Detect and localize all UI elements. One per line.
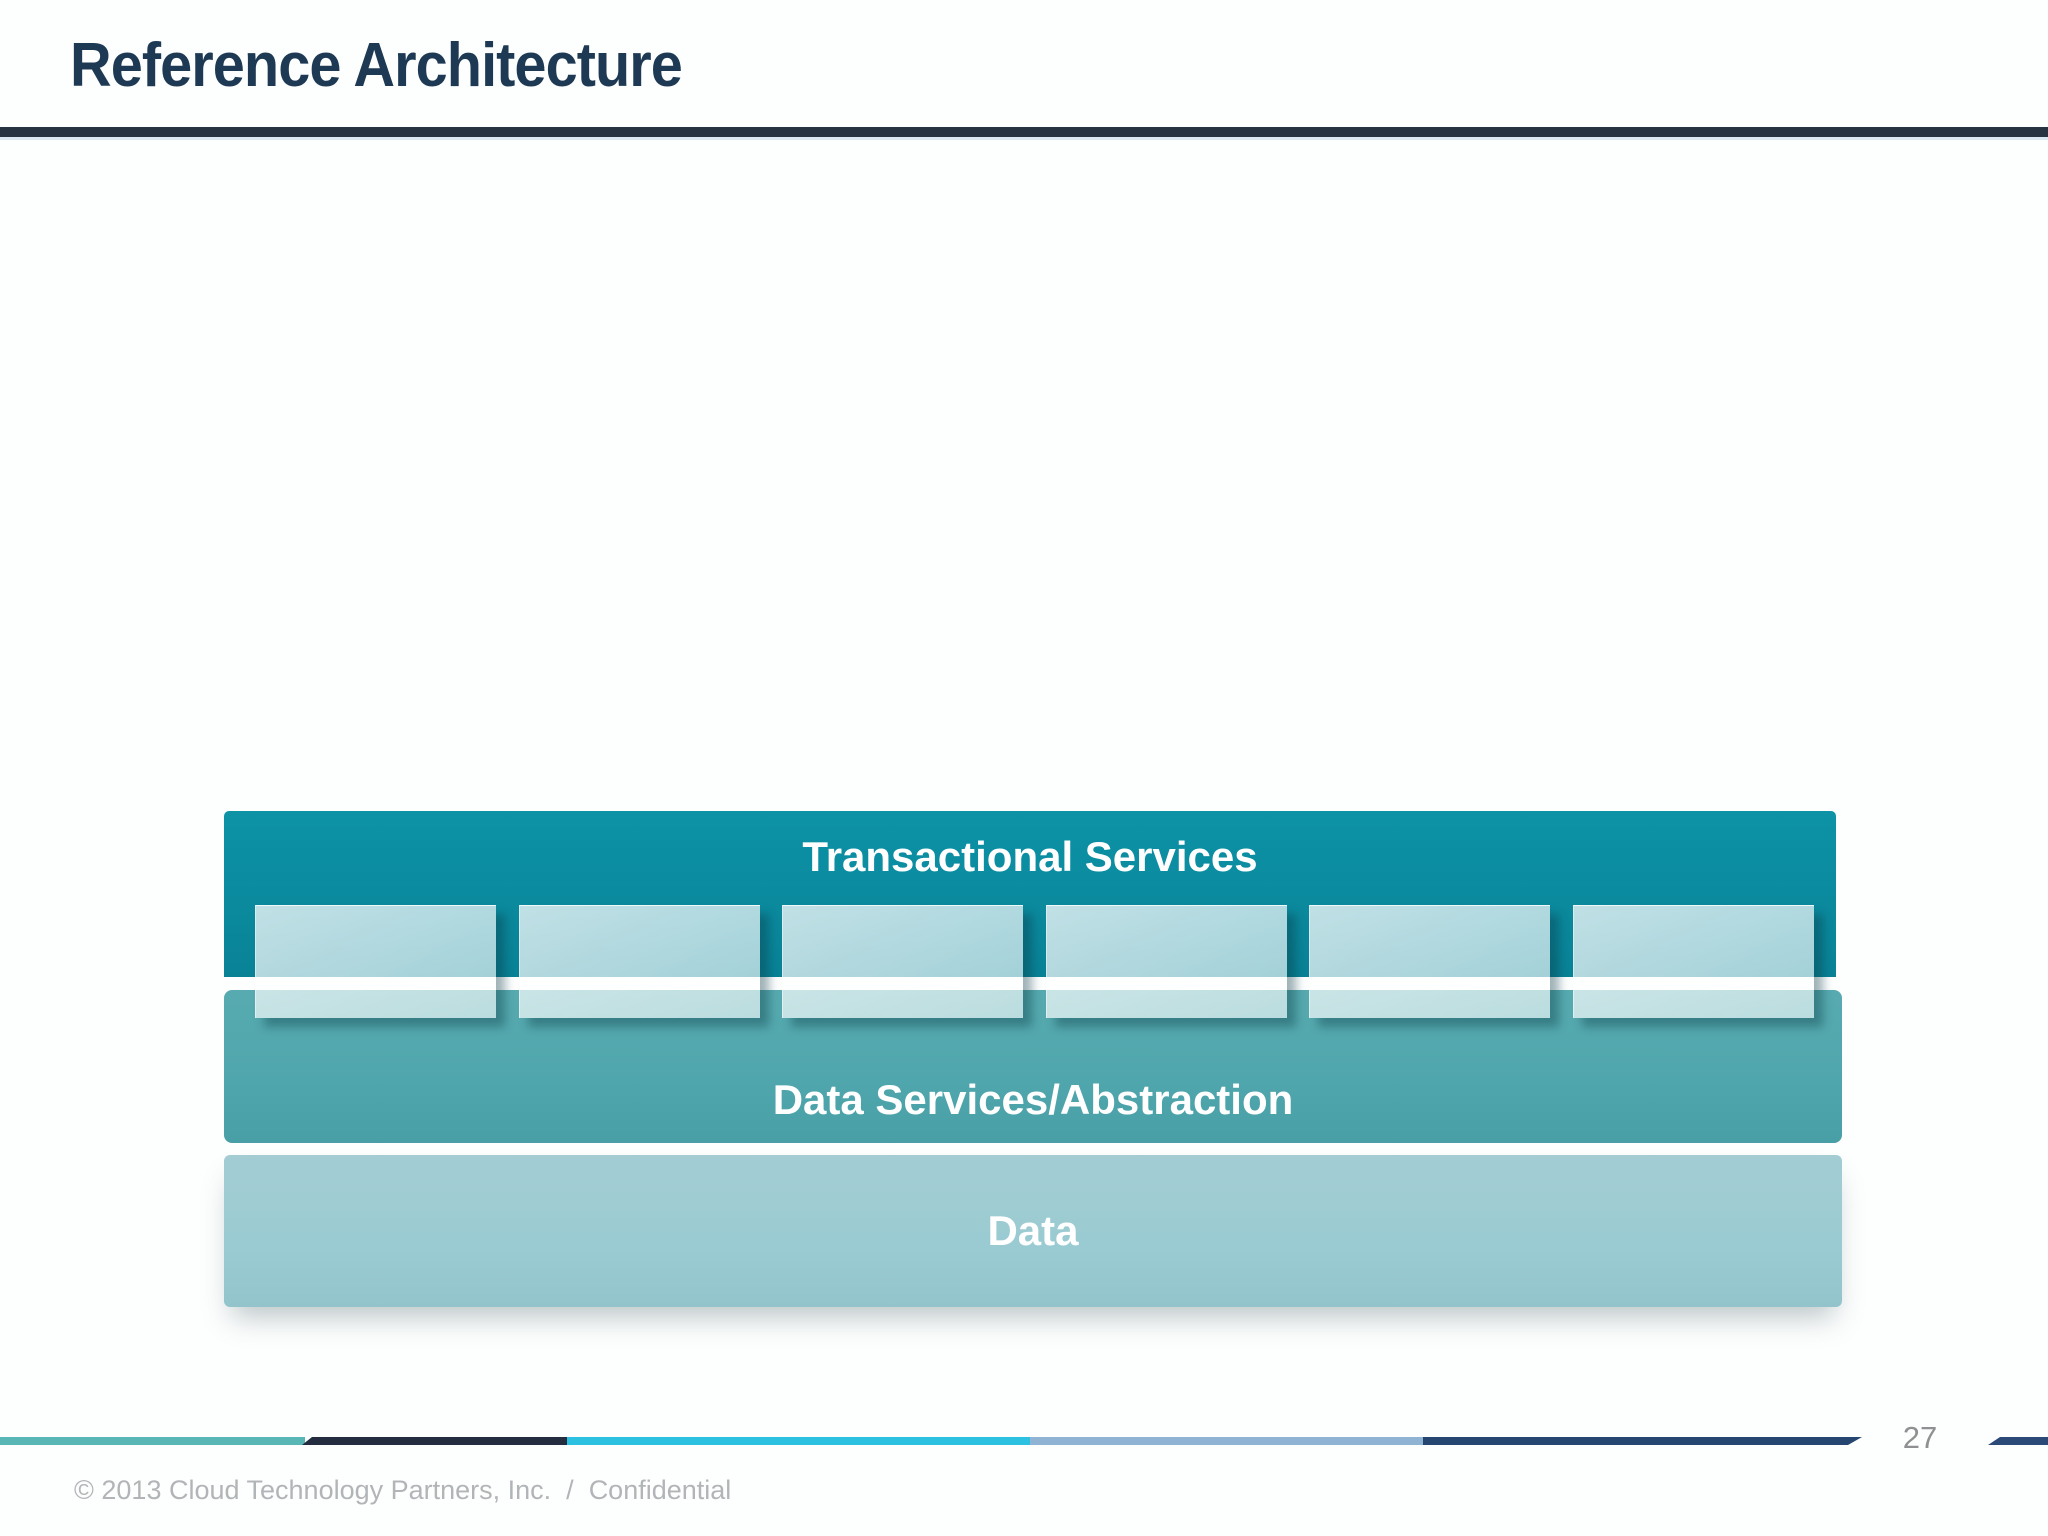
footer-line-segment-steel-blue [1030, 1437, 1425, 1445]
layer-label-data: Data [987, 1207, 1079, 1254]
header-rule-highlight [0, 137, 2048, 140]
layer-label-transactional-services: Transactional Services [802, 833, 1258, 880]
service-box [1572, 905, 1814, 1018]
service-box [255, 905, 496, 1018]
footer-line-segment-teal [0, 1437, 305, 1445]
footer-line-segment-navy-right [1988, 1437, 2048, 1445]
layer-label-data-services-abstraction: Data Services/Abstraction [772, 1076, 1294, 1123]
header-rule [0, 127, 2048, 137]
page-title: Reference Architecture [70, 31, 683, 100]
service-box [1309, 905, 1551, 1018]
footer-line-segment-cyan [567, 1437, 1032, 1445]
service-box [782, 905, 1024, 1018]
page-number: 27 [1902, 1420, 1938, 1455]
service-box [1045, 905, 1287, 1018]
copyright-text: © 2013 Cloud Technology Partners, Inc. /… [74, 1475, 732, 1505]
layer-data: Data [224, 1155, 1842, 1307]
footer-line-segment-navy-blue [1423, 1437, 1862, 1445]
footer-line-segment-navy-dark [302, 1437, 570, 1445]
service-box-row [255, 905, 1814, 1018]
service-box [518, 905, 760, 1018]
